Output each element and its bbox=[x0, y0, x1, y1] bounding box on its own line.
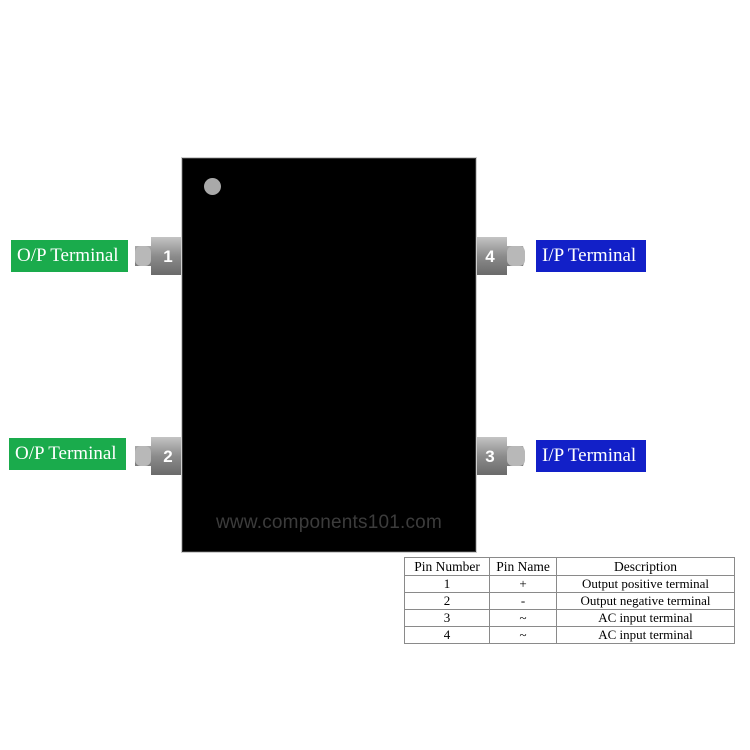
pin-number-4: 4 bbox=[485, 247, 495, 266]
cell-pin-name: ~ bbox=[489, 626, 557, 644]
table-row: 2 - Output negative terminal bbox=[404, 592, 735, 610]
pin-1: 1 bbox=[135, 237, 181, 275]
cell-description: AC input terminal bbox=[556, 609, 735, 627]
watermark: www.components101.com bbox=[216, 512, 442, 533]
pin-3-lead-icon bbox=[477, 437, 525, 475]
pin-description-table: Pin Number Pin Name Description 1 + Outp… bbox=[404, 557, 735, 644]
pin-4-lead-icon bbox=[477, 237, 525, 275]
table-row: 1 + Output positive terminal bbox=[404, 575, 735, 593]
pin-4: 4 bbox=[477, 237, 525, 275]
cell-pin-name: + bbox=[489, 575, 557, 593]
label-ip-terminal-4: I/P Terminal bbox=[536, 240, 646, 272]
header-pin-name: Pin Name bbox=[489, 557, 557, 576]
pin-3: 3 bbox=[477, 437, 525, 475]
cell-pin-number: 1 bbox=[404, 575, 490, 593]
table-row: 4 ~ AC input terminal bbox=[404, 626, 735, 644]
cell-description: AC input terminal bbox=[556, 626, 735, 644]
label-op-terminal-1: O/P Terminal bbox=[11, 240, 128, 272]
cell-pin-name: ~ bbox=[489, 609, 557, 627]
header-pin-number: Pin Number bbox=[404, 557, 490, 576]
chip-body: www.components101.com bbox=[181, 157, 477, 553]
header-description: Description bbox=[556, 557, 735, 576]
table-row: 3 ~ AC input terminal bbox=[404, 609, 735, 627]
pin-number-1: 1 bbox=[163, 247, 173, 266]
pin-2: 2 bbox=[135, 437, 181, 475]
cell-pin-number: 3 bbox=[404, 609, 490, 627]
label-op-terminal-2: O/P Terminal bbox=[9, 438, 126, 470]
cell-pin-number: 4 bbox=[404, 626, 490, 644]
label-ip-terminal-3: I/P Terminal bbox=[536, 440, 646, 472]
cell-description: Output positive terminal bbox=[556, 575, 735, 593]
cell-description: Output negative terminal bbox=[556, 592, 735, 610]
cell-pin-number: 2 bbox=[404, 592, 490, 610]
pin-1-lead-icon bbox=[135, 237, 181, 275]
pin-number-3: 3 bbox=[485, 447, 495, 466]
pin-2-lead-icon bbox=[135, 437, 181, 475]
table-header-row: Pin Number Pin Name Description bbox=[404, 557, 735, 576]
pin-number-2: 2 bbox=[163, 447, 173, 466]
pin1-indicator-dot bbox=[204, 178, 221, 195]
cell-pin-name: - bbox=[489, 592, 557, 610]
